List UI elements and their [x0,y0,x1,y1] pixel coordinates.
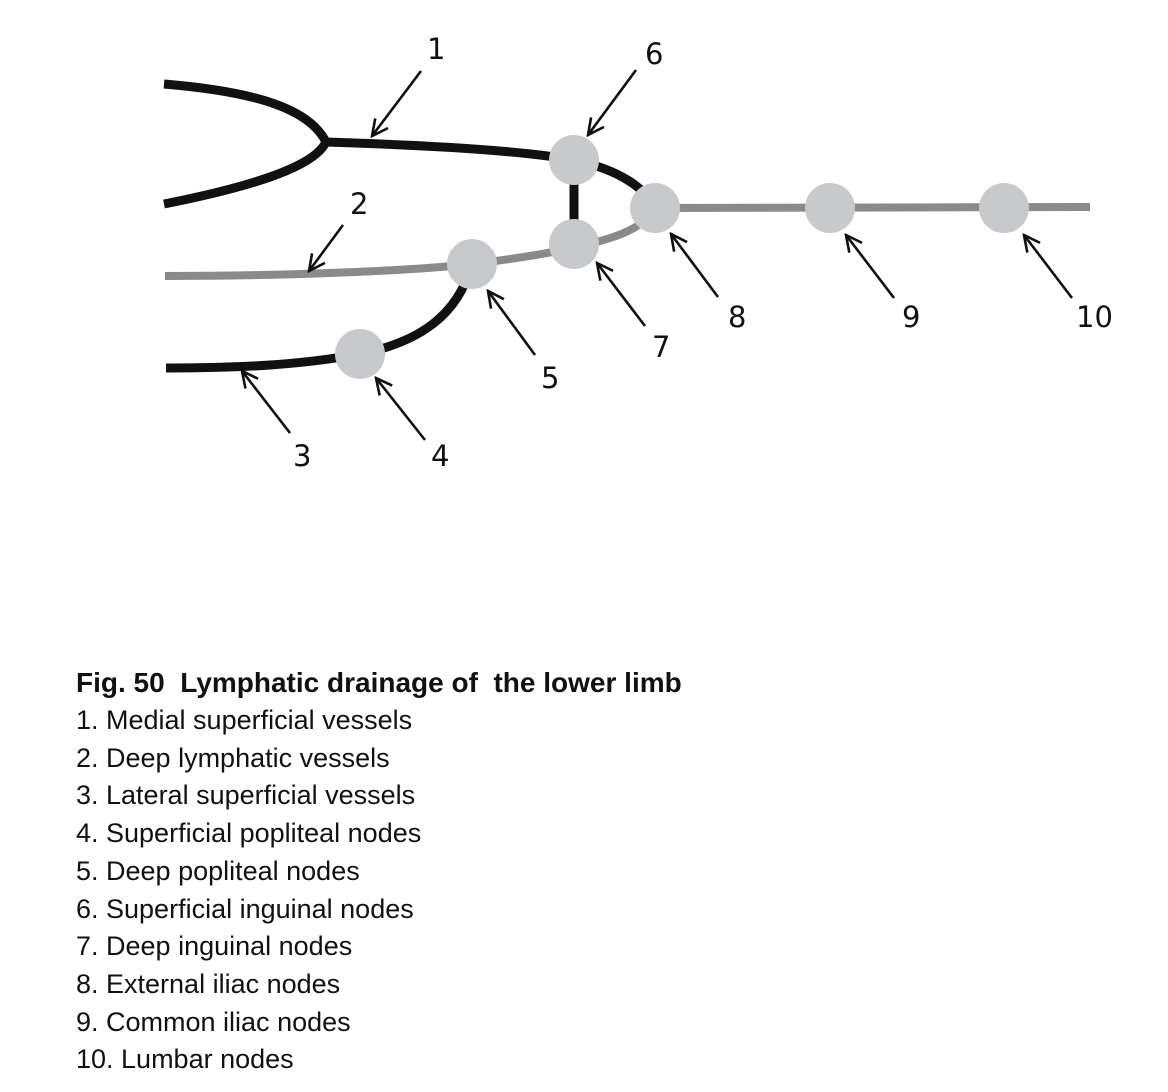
lymphatic-drainage-diagram: 1 2 3 4 5 6 7 8 9 10 [163,32,1113,473]
deep-inguinal-node [549,219,599,269]
medial-superficial-vessel-upper-branch [163,79,331,145]
legend-item-lateral-superficial-vessels: 3. Lateral superficial vessels [76,780,416,811]
legend-item-common-iliac-nodes: 9. Common iliac nodes [76,1006,351,1037]
callout-arrow-3 [242,371,292,434]
callout-number-4: 4 [431,439,449,473]
legend-list: 1. Medial superficial vessels 2. Deep ly… [76,702,1076,1079]
callout-arrow-10 [1024,235,1074,299]
callout-arrow-2 [309,224,345,271]
superficial-inguinal-node [549,135,599,185]
legend-item-deep-inguinal-nodes: 7. Deep inguinal nodes [76,931,353,962]
external-iliac-node [630,183,680,233]
lumbar-node [979,183,1029,233]
callout-number-7: 7 [652,330,670,364]
legend-item-deep-lymphatic-vessels: 2. Deep lymphatic vessels [76,742,390,773]
legend-item-superficial-inguinal-nodes: 6. Superficial inguinal nodes [76,893,414,924]
callout-arrow-7 [597,263,647,327]
callout-arrow-1 [372,70,423,136]
legend-item-deep-popliteal-nodes: 5. Deep popliteal nodes [76,855,360,886]
superficial-popliteal-node [335,329,385,379]
legend-item-superficial-popliteal-nodes: 4. Superficial popliteal nodes [76,818,422,849]
callout-number-3: 3 [293,439,311,473]
callout-number-9: 9 [902,300,920,334]
callout-arrow-9 [846,235,896,299]
callout-number-1: 1 [427,32,445,66]
legend-item-medial-superficial-vessels: 1. Medial superficial vessels [76,705,413,735]
legend-item-lumbar-nodes: 10. Lumbar nodes [76,1044,294,1075]
common-iliac-node [805,183,855,233]
callout-arrow-5 [488,291,537,356]
callout-number-6: 6 [645,37,663,71]
deep-popliteal-node [447,239,497,289]
deep-vessel-path [164,203,1091,280]
figure-title: Fig. 50 Lymphatic drainage of the lower … [76,667,682,698]
callout-number-2: 2 [350,187,368,221]
medial-superficial-vessel-trunk [325,137,660,211]
callout-number-8: 8 [728,300,746,334]
callout-number-5: 5 [541,361,559,395]
figure-caption: Fig. 50 Lymphatic drainage of the lower … [76,664,1076,1079]
callout-arrow-4 [376,378,427,441]
callout-arrow-8 [671,234,720,298]
medial-superficial-vessel-lower-branch [163,139,331,209]
callout-arrow-6 [588,69,638,135]
legend-item-external-iliac-nodes: 8. External iliac nodes [76,968,341,999]
callout-number-10: 10 [1076,300,1113,334]
